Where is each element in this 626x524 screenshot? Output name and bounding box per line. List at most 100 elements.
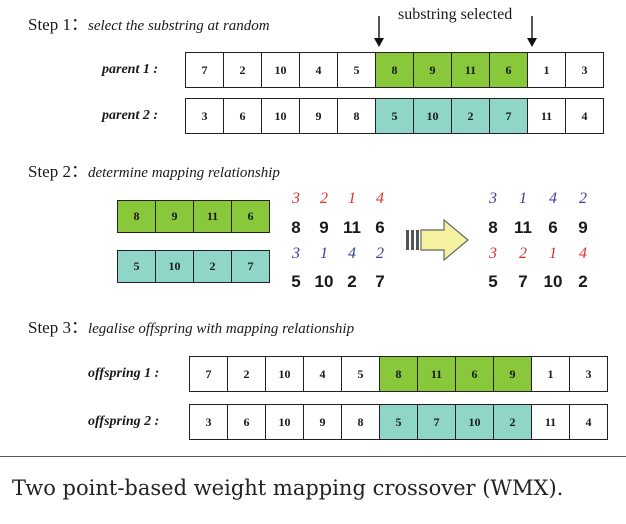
right-digits-top-row: 8 11 6 9 [478, 218, 598, 238]
index-number: 3 [292, 245, 300, 262]
down-arrow-right-icon [527, 16, 537, 47]
gene-cell: 8 [341, 404, 380, 440]
gene-cell: 11 [531, 404, 570, 440]
gene-cell: 5 [375, 98, 414, 134]
gene-cell: 3 [185, 98, 224, 134]
down-arrow-left-icon [374, 16, 384, 47]
step-2-label: Step 2： [28, 162, 88, 181]
gene-number: 7 [518, 272, 528, 291]
gene-cell: 10 [265, 404, 304, 440]
gene-cell: 10 [265, 356, 304, 392]
gene-number: 11 [514, 218, 532, 237]
gene-number: 10 [543, 272, 563, 291]
gene-cell: 9 [493, 356, 532, 392]
gene-cell: 6 [231, 200, 270, 233]
gene-cell: 1 [527, 52, 566, 88]
caption-divider [0, 456, 626, 457]
gene-cell: 6 [227, 404, 266, 440]
gene-cell: 11 [193, 200, 232, 233]
gene-cell: 10 [413, 98, 452, 134]
parent-2-label: parent 2 : [102, 108, 158, 123]
gene-number: 6 [375, 218, 385, 237]
gene-cell: 8 [375, 52, 414, 88]
gene-cell: 9 [303, 404, 342, 440]
gene-cell: 6 [223, 98, 262, 134]
index-number: 1 [549, 245, 557, 262]
step-3-title: Step 3：legalise offspring with mapping r… [28, 313, 354, 338]
index-number: 3 [489, 245, 497, 262]
step-1-title: Step 1：select the substring at random [28, 10, 270, 35]
gene-cell: 9 [155, 200, 194, 233]
index-number: 2 [320, 190, 328, 207]
gene-cell: 2 [227, 356, 266, 392]
gene-number: 11 [343, 218, 361, 237]
gene-cell: 10 [261, 52, 300, 88]
gene-cell: 2 [193, 250, 232, 283]
step-3-label: Step 3： [28, 318, 88, 337]
figure-caption: Two point-based weight mapping crossover… [12, 476, 564, 500]
gene-cell: 2 [493, 404, 532, 440]
gene-cell: 10 [455, 404, 494, 440]
gene-cell: 11 [451, 52, 490, 88]
gene-number: 7 [375, 272, 385, 291]
gene-number: 10 [314, 272, 334, 291]
left-blue-index-row: 3 1 4 2 [282, 245, 394, 263]
gene-cell: 4 [303, 356, 342, 392]
index-number: 1 [348, 190, 356, 207]
gene-number: 5 [291, 272, 301, 291]
gene-cell: 7 [189, 356, 228, 392]
gene-cell: 4 [569, 404, 608, 440]
gene-cell: 7 [417, 404, 456, 440]
gene-cell: 8 [379, 356, 418, 392]
gene-number: 8 [291, 218, 301, 237]
gene-cell: 3 [565, 52, 604, 88]
index-number: 2 [579, 190, 587, 207]
gene-cell: 11 [417, 356, 456, 392]
gene-number: 8 [488, 218, 498, 237]
gene-cell: 7 [489, 98, 528, 134]
gene-cell: 9 [413, 52, 452, 88]
gene-cell: 3 [189, 404, 228, 440]
gene-number: 9 [578, 218, 588, 237]
gene-cell: 10 [155, 250, 194, 283]
step-2-title: Step 2：determine mapping relationship [28, 157, 280, 182]
gene-cell: 6 [455, 356, 494, 392]
gene-cell: 2 [223, 52, 262, 88]
gene-cell: 8 [117, 200, 156, 233]
step-1-label: Step 1： [28, 15, 88, 34]
gene-cell: 7 [185, 52, 224, 88]
gene-cell: 5 [117, 250, 156, 283]
gene-cell: 7 [231, 250, 270, 283]
gene-cell: 1 [531, 356, 570, 392]
offspring-2-label: offspring 2 : [88, 414, 160, 429]
gene-cell: 5 [337, 52, 376, 88]
gene-cell: 5 [379, 404, 418, 440]
step-3-description: legalise offspring with mapping relation… [87, 321, 355, 337]
gene-number: 5 [488, 272, 498, 291]
gene-number: 2 [578, 272, 588, 291]
step-1-description: select the substring at random [87, 18, 270, 34]
index-number: 4 [348, 245, 356, 262]
gene-cell: 6 [489, 52, 528, 88]
substring-selected-label: substring selected [398, 6, 513, 23]
gene-cell: 3 [569, 356, 608, 392]
gene-number: 9 [319, 218, 329, 237]
right-digits-bottom-row: 5 7 10 2 [478, 272, 598, 292]
gene-number: 6 [548, 218, 558, 237]
gene-number: 2 [347, 272, 357, 291]
gene-cell: 2 [451, 98, 490, 134]
index-number: 2 [376, 245, 384, 262]
gene-cell: 4 [565, 98, 604, 134]
index-number: 1 [320, 245, 328, 262]
gene-cell: 10 [261, 98, 300, 134]
